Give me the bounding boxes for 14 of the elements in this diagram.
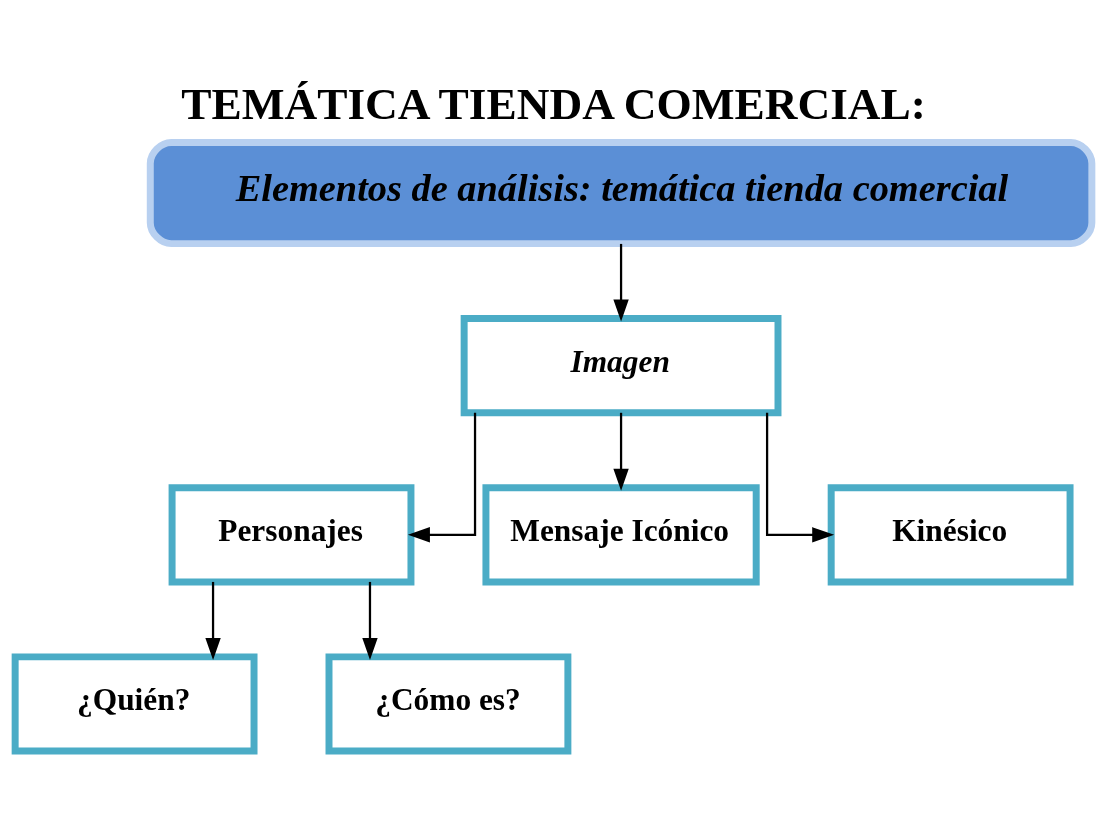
node-box: Elementos de análisis: temática tienda comercial <box>146 139 1096 248</box>
diagram-title: TEMÁTICA TIENDA COMERCIAL: <box>181 79 926 130</box>
node-box: Kinésico <box>827 484 1074 586</box>
arrow <box>362 581 378 660</box>
node-box: Imagen <box>460 315 782 417</box>
node-box: Personajes <box>168 484 415 586</box>
arrow <box>407 412 477 543</box>
node-box: ¿Cómo es? <box>325 653 572 755</box>
arrow <box>613 412 629 491</box>
node-box: Mensaje Icónico <box>482 484 760 586</box>
arrow <box>205 581 221 660</box>
node-box: ¿Quién? <box>11 653 258 755</box>
arrow <box>765 412 835 543</box>
arrow <box>613 243 629 322</box>
